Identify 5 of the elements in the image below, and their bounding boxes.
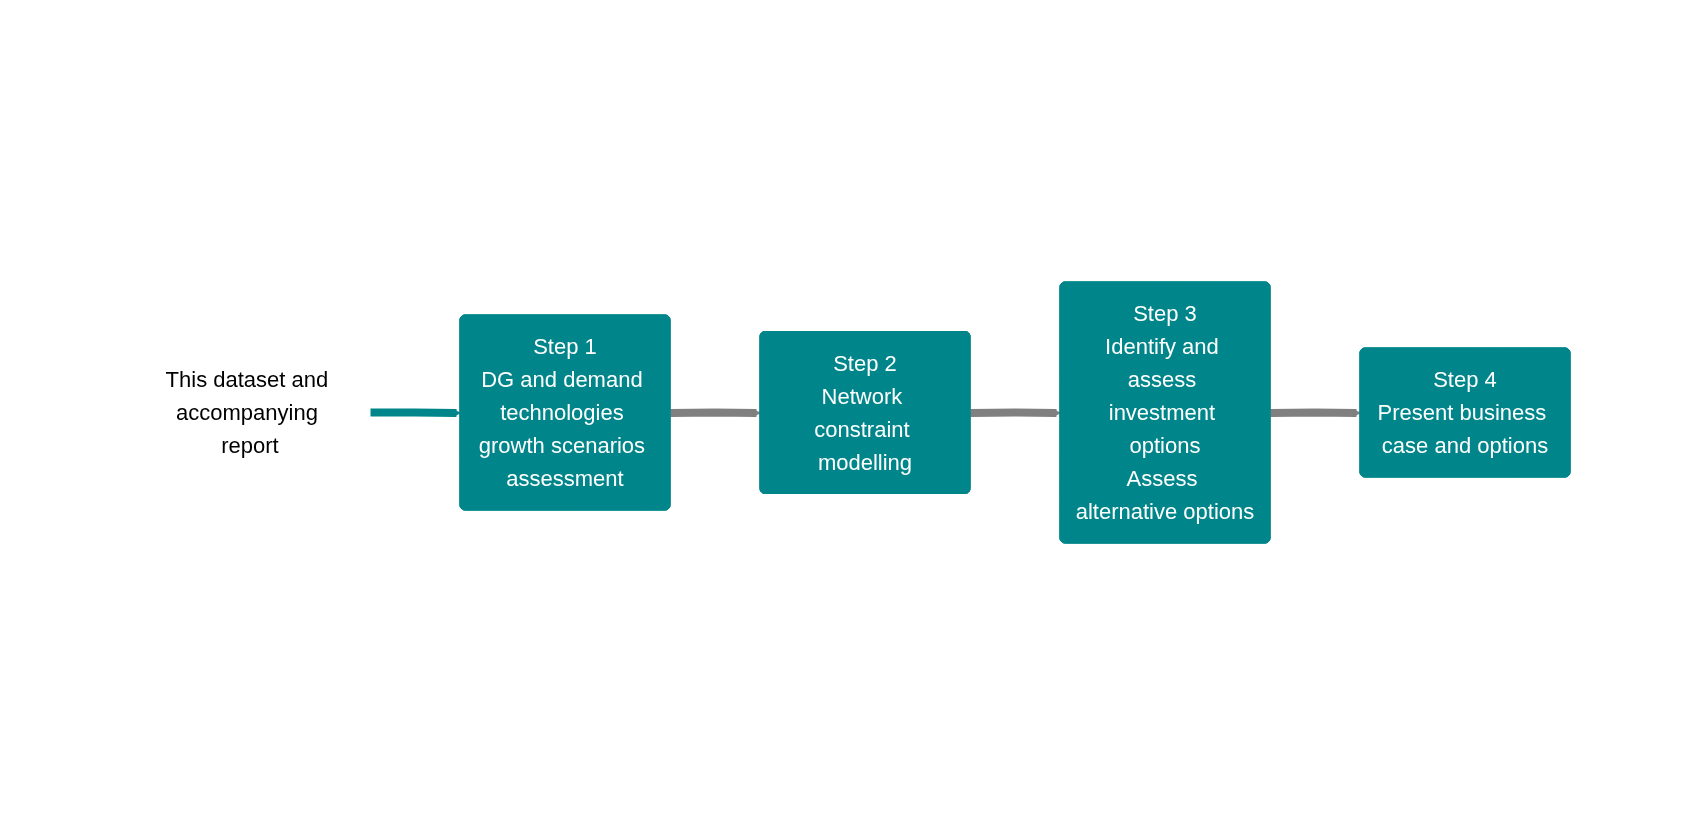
arrow (370, 408, 461, 418)
arrow (670, 408, 761, 418)
arrow (970, 408, 1061, 418)
arrow (1270, 408, 1361, 418)
node-text: This dataset and accompanying report (165, 367, 329, 458)
